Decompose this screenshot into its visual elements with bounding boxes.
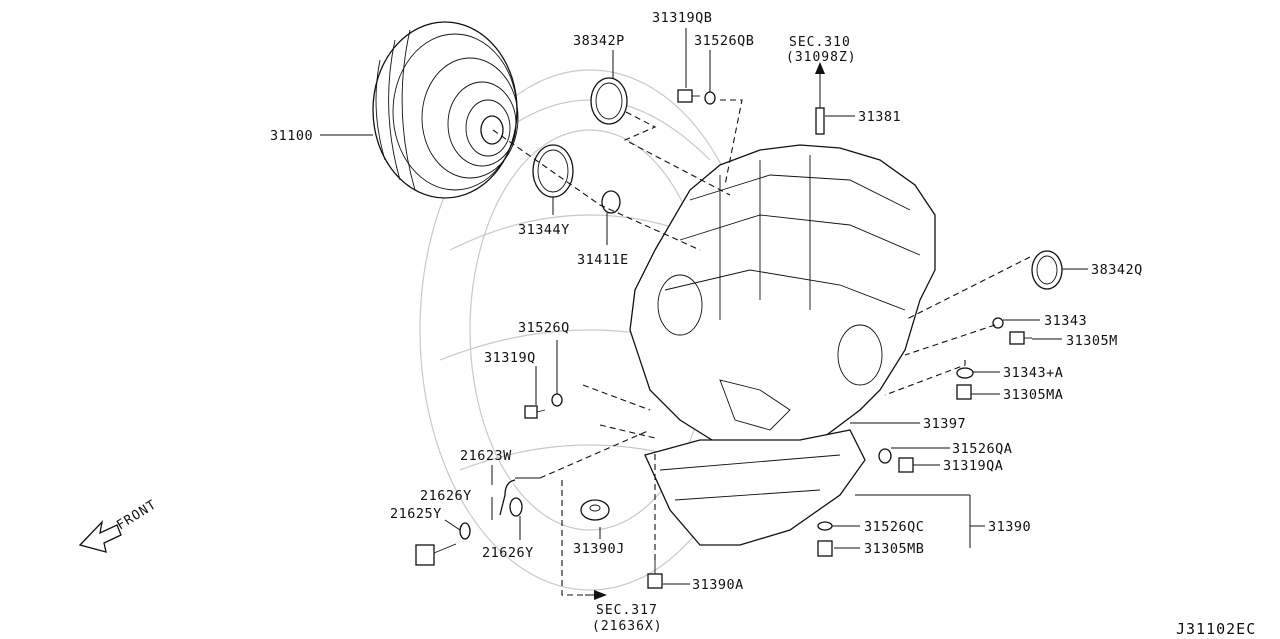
part-label: 31343+A bbox=[1003, 365, 1063, 381]
part-label: 31319QB bbox=[652, 10, 712, 26]
bolt-31390A bbox=[647, 560, 663, 589]
part-label: 31390 bbox=[988, 519, 1031, 535]
seal-31344Y bbox=[532, 144, 574, 198]
part-label: 31397 bbox=[923, 416, 966, 432]
transmission-case-31397 bbox=[629, 144, 936, 451]
front-arrow-icon bbox=[78, 519, 122, 553]
part-label: 31390A bbox=[692, 577, 744, 593]
bolt-31319QA bbox=[898, 457, 914, 473]
sec-ref-310-code: (31098Z) bbox=[786, 50, 857, 65]
seal-38342P bbox=[590, 77, 628, 125]
part-label: 31305M bbox=[1066, 333, 1118, 349]
bolt-31319Q bbox=[524, 405, 546, 419]
hose-21623W bbox=[499, 477, 540, 516]
part-label: 31526QA bbox=[952, 441, 1012, 457]
part-label: 31305MA bbox=[1003, 387, 1063, 403]
oring-31526Q bbox=[551, 393, 563, 407]
part-label: 31319Q bbox=[484, 350, 536, 366]
part-label: 21626Y bbox=[420, 488, 472, 504]
plug-31305MB bbox=[817, 540, 833, 557]
plug-31305M bbox=[1009, 331, 1032, 345]
oil-pan-31390 bbox=[644, 429, 866, 546]
bolt-31319QB bbox=[677, 89, 700, 103]
part-label: 31526Q bbox=[518, 320, 570, 336]
assembly-dashed-lines bbox=[492, 99, 1031, 596]
part-label: 31305MB bbox=[864, 541, 924, 557]
dowel-31381 bbox=[815, 62, 825, 135]
part-label: 31390J bbox=[573, 541, 625, 557]
part-label: 21623W bbox=[460, 448, 512, 464]
part-label: 31411E bbox=[577, 252, 629, 268]
front-label: FRONT bbox=[114, 497, 159, 533]
banjo-bolt-21625Y bbox=[415, 543, 457, 566]
oring-31343A bbox=[956, 367, 974, 379]
part-label: 31381 bbox=[858, 109, 901, 125]
part-label: 21626Y bbox=[482, 545, 534, 561]
part-label: 31344Y bbox=[518, 222, 570, 238]
diagram-code: J31102EC bbox=[1176, 620, 1256, 638]
part-label: 31526QC bbox=[864, 519, 924, 535]
part-label: 31343 bbox=[1044, 313, 1087, 329]
seal-38342Q bbox=[1031, 250, 1063, 290]
sec-ref-317-code: (21636X) bbox=[592, 619, 663, 634]
part-label: 31526QB bbox=[694, 33, 754, 49]
oring-31526QB bbox=[704, 91, 716, 105]
part-label: 31319QA bbox=[943, 458, 1003, 474]
oring-31411E bbox=[601, 190, 621, 214]
oring-31526QA bbox=[878, 448, 892, 464]
sec-ref-310: SEC.310 bbox=[789, 35, 851, 50]
leader-lines bbox=[320, 28, 1088, 585]
sec-ref-317: SEC.317 bbox=[596, 603, 658, 618]
washer-21626Y bbox=[459, 497, 523, 540]
mount-31390J bbox=[580, 499, 610, 521]
part-label: 38342P bbox=[573, 33, 625, 49]
part-label: 31100 bbox=[270, 128, 313, 144]
sec317-arrow bbox=[594, 590, 607, 600]
oring-31343 bbox=[992, 317, 1004, 329]
torque-converter-31100 bbox=[372, 21, 519, 199]
part-label: 38342Q bbox=[1091, 262, 1143, 278]
part-label: 21625Y bbox=[390, 506, 442, 522]
plug-31305MA bbox=[956, 384, 972, 400]
oring-31526QC bbox=[817, 521, 833, 531]
